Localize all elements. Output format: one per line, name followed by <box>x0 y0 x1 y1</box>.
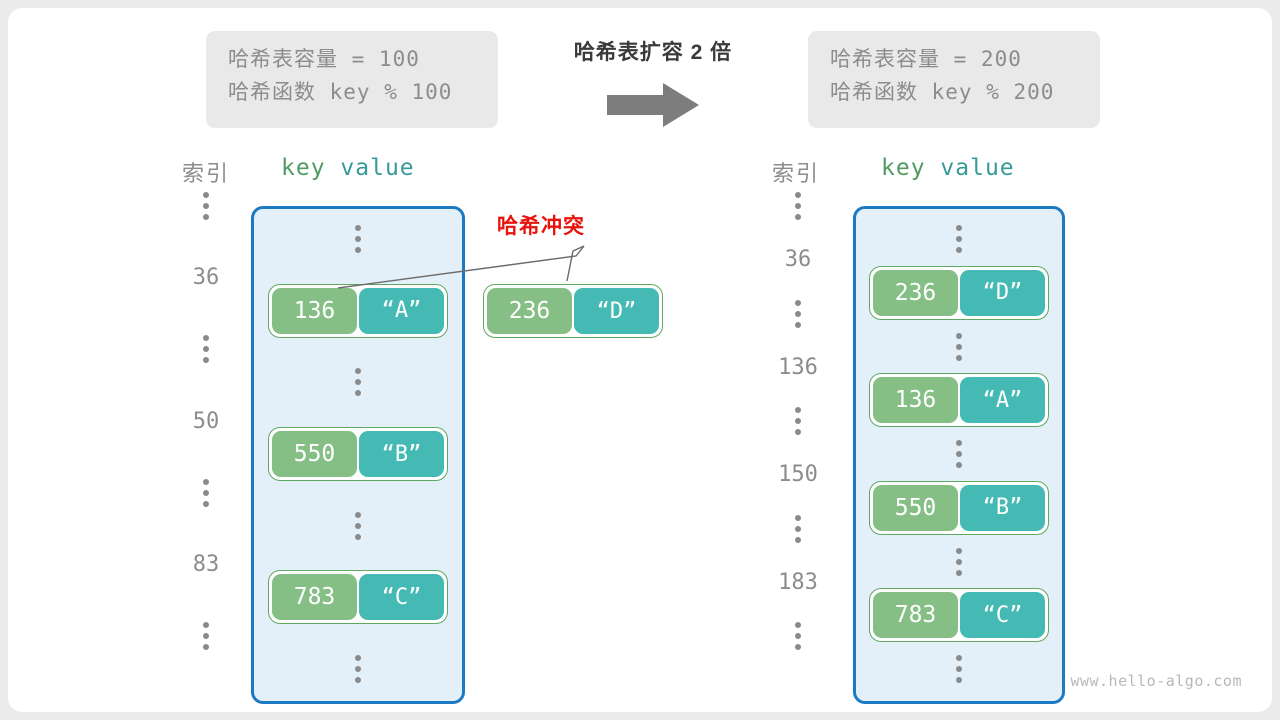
vertical-ellipsis-icon <box>956 332 962 361</box>
bucket-ellipsis <box>956 440 962 468</box>
left-index-column-header: 索引 <box>182 162 231 187</box>
table-row: 783“C” <box>268 570 448 625</box>
bucket-ellipsis <box>355 368 361 397</box>
vertical-ellipsis-icon <box>203 478 209 507</box>
vertical-ellipsis-icon <box>203 192 209 220</box>
table-row: 783“C” <box>869 588 1049 643</box>
vertical-ellipsis-icon <box>795 299 801 328</box>
index-ellipsis <box>763 619 833 653</box>
index-ellipsis <box>763 404 833 438</box>
index-ellipsis <box>171 476 241 510</box>
index-label-36: 36 <box>784 247 812 273</box>
table-row: 550“B” <box>869 480 1049 535</box>
left-value-header: value <box>340 155 415 181</box>
entry-value: “D” <box>960 269 1045 316</box>
right-capacity-text: 哈希表容量 = 200 <box>830 47 1022 71</box>
entry-value: “A” <box>359 287 444 334</box>
bucket-ellipsis <box>956 655 962 683</box>
left-hash-table-info-box: 哈希表容量 = 100 哈希函数 key % 100 <box>206 31 498 128</box>
left-kv-column-header: key value <box>281 155 415 181</box>
table-row: 550“B” <box>268 427 448 481</box>
vertical-ellipsis-icon <box>795 407 801 435</box>
right-kv-column-header: key value <box>881 155 1015 181</box>
index-ellipsis <box>171 619 241 653</box>
entry-pair: 550“B” <box>268 427 448 481</box>
bucket-ellipsis <box>956 547 962 576</box>
entry-key: 783 <box>272 574 357 621</box>
left-capacity-text: 哈希表容量 = 100 <box>228 47 420 71</box>
bucket-ellipsis <box>355 225 361 253</box>
entry-pair: 136“A” <box>268 283 448 338</box>
collision-entry-value: “D” <box>574 288 659 334</box>
index-ellipsis <box>171 332 241 366</box>
vertical-ellipsis-icon <box>355 225 361 253</box>
arrow-right-icon <box>508 83 798 127</box>
index-label-136: 136 <box>778 354 818 380</box>
entry-key: 550 <box>873 484 958 531</box>
collision-entry: 236 “D” <box>483 284 663 338</box>
entry-value: “B” <box>359 431 444 477</box>
vertical-ellipsis-icon <box>355 511 361 540</box>
index-label-36: 36 <box>192 265 220 291</box>
right-hash-function-text: 哈希函数 key % 200 <box>830 80 1055 104</box>
entry-key: 136 <box>873 377 958 424</box>
table-row: 136“A” <box>268 283 448 338</box>
right-hash-table-info-box: 哈希表容量 = 200 哈希函数 key % 200 <box>808 31 1100 128</box>
vertical-ellipsis-icon <box>956 655 962 683</box>
left-index-column: 36 50 83 <box>171 192 241 704</box>
index-label-50: 50 <box>192 408 220 434</box>
bucket-ellipsis <box>355 655 361 683</box>
bucket-ellipsis <box>355 511 361 540</box>
vertical-ellipsis-icon <box>795 622 801 650</box>
bucket-ellipsis <box>956 332 962 361</box>
resize-transition: 哈希表扩容 2 倍 <box>508 36 798 136</box>
entry-value: “C” <box>960 592 1045 639</box>
entry-key: 550 <box>272 431 357 477</box>
vertical-ellipsis-icon <box>355 655 361 683</box>
vertical-ellipsis-icon <box>355 368 361 397</box>
index-ellipsis <box>763 512 833 546</box>
vertical-ellipsis-icon <box>795 192 801 220</box>
entry-key: 236 <box>873 269 958 316</box>
index-ellipsis <box>763 297 833 331</box>
entry-pair: 236“D” <box>869 265 1049 320</box>
index-ellipsis <box>763 189 833 223</box>
vertical-ellipsis-icon <box>203 335 209 364</box>
right-index-column-header: 索引 <box>772 162 821 187</box>
index-label-150: 150 <box>778 462 818 488</box>
vertical-ellipsis-icon <box>956 547 962 576</box>
index-label-183: 183 <box>778 569 818 595</box>
index-label-83: 83 <box>192 551 220 577</box>
table-row: 136“A” <box>869 373 1049 428</box>
entry-value: “B” <box>960 484 1045 531</box>
collision-entry-key: 236 <box>487 288 572 334</box>
entry-pair: 136“A” <box>869 373 1049 428</box>
entry-pair: 783“C” <box>869 588 1049 643</box>
right-index-column: 36 136 150 183 <box>763 192 833 704</box>
resize-title: 哈希表扩容 2 倍 <box>573 41 733 64</box>
entry-value: “A” <box>960 377 1045 424</box>
collision-label: 哈希冲突 <box>497 215 585 238</box>
bucket-ellipsis <box>956 225 962 253</box>
right-value-header: value <box>940 155 1015 181</box>
vertical-ellipsis-icon <box>956 440 962 468</box>
entry-value: “C” <box>359 574 444 621</box>
entry-pair: 783“C” <box>268 570 448 625</box>
vertical-ellipsis-icon <box>795 514 801 543</box>
right-key-header: key <box>881 155 926 181</box>
entry-key: 136 <box>272 287 357 334</box>
diagram-canvas: 哈希表容量 = 100 哈希函数 key % 100 哈希表扩容 2 倍 哈希表… <box>8 8 1272 712</box>
entry-key: 783 <box>873 592 958 639</box>
table-row: 236“D” <box>869 265 1049 320</box>
vertical-ellipsis-icon <box>956 225 962 253</box>
vertical-ellipsis-icon <box>203 622 209 650</box>
left-key-header: key <box>281 155 326 181</box>
index-ellipsis <box>171 189 241 223</box>
entry-pair: 550“B” <box>869 480 1049 535</box>
left-hash-function-text: 哈希函数 key % 100 <box>228 80 453 104</box>
watermark: www.hello-algo.com <box>1070 672 1242 690</box>
